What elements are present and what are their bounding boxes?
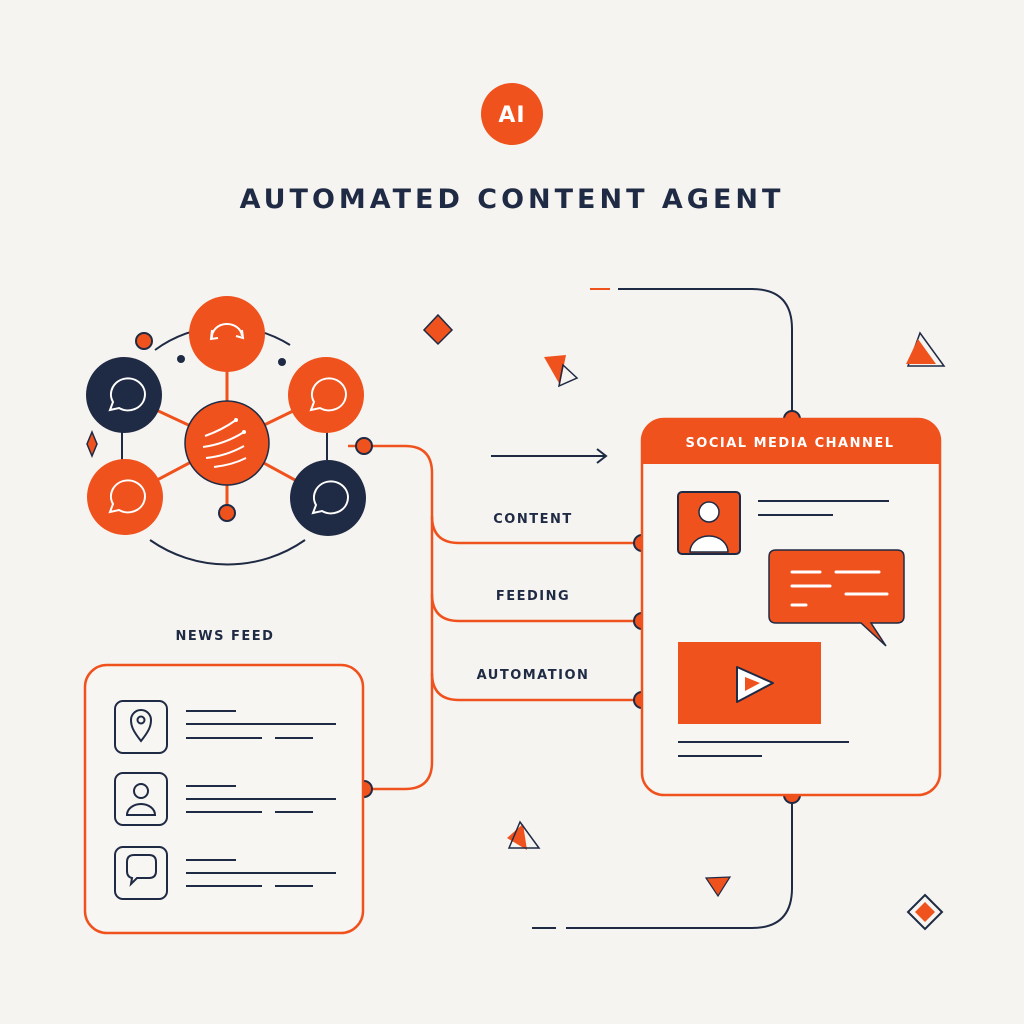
- hub-output-node: [355, 437, 373, 455]
- channel-bottom-line: [532, 795, 793, 929]
- connector-label-feeding: FEEDING: [496, 589, 570, 604]
- location-pin-icon: [129, 709, 153, 743]
- video-caption-lines: [678, 741, 849, 757]
- chat-bubble-icon: [86, 357, 162, 433]
- ai-badge: AI: [481, 83, 543, 145]
- arrow-right-icon: [491, 448, 608, 464]
- chat-bubble-icon: [87, 459, 163, 535]
- chat-bubble-icon: [290, 460, 366, 536]
- hub-arc-bottom: [149, 539, 306, 566]
- ai-brain-icon: [184, 400, 270, 486]
- message-bubble-icon: [768, 549, 905, 647]
- decor-triangle-small: [507, 824, 527, 850]
- chat-bubble-icon: [288, 357, 364, 433]
- social-media-card: SOCIAL MEDIA CHANNEL: [640, 417, 942, 797]
- user-icon: [125, 783, 157, 816]
- connector-label-automation: AUTOMATION: [477, 668, 590, 683]
- connector-label-content: CONTENT: [493, 512, 572, 527]
- agent-hub-network: [86, 296, 366, 566]
- channel-top-line: [590, 288, 793, 419]
- refresh-icon: [189, 296, 265, 372]
- decor-diamond: [422, 313, 454, 346]
- video-play-icon: [678, 642, 821, 724]
- list-item: [114, 700, 336, 754]
- decor-diamond-outline: [906, 893, 944, 931]
- news-feed-card: [83, 663, 365, 935]
- social-card-header: [642, 419, 940, 464]
- ai-badge-text: AI: [498, 103, 525, 128]
- flow-connectors: [348, 444, 642, 791]
- post-text-lines: [758, 500, 889, 516]
- list-item: [114, 846, 336, 900]
- decor-triangle-down: [704, 876, 732, 898]
- page-title: AUTOMATED CONTENT AGENT: [240, 184, 785, 215]
- social-card-title: SOCIAL MEDIA CHANNEL: [685, 436, 894, 451]
- decor-diamond-small: [86, 430, 98, 458]
- user-avatar-icon: [677, 491, 741, 555]
- hub-dot-bottom: [218, 504, 236, 522]
- list-item: [114, 772, 336, 826]
- chat-bubble-icon: [126, 854, 157, 887]
- hub-dot-left: [135, 332, 153, 350]
- news-feed-label: NEWS FEED: [176, 629, 275, 644]
- decor-shapes: [422, 313, 946, 931]
